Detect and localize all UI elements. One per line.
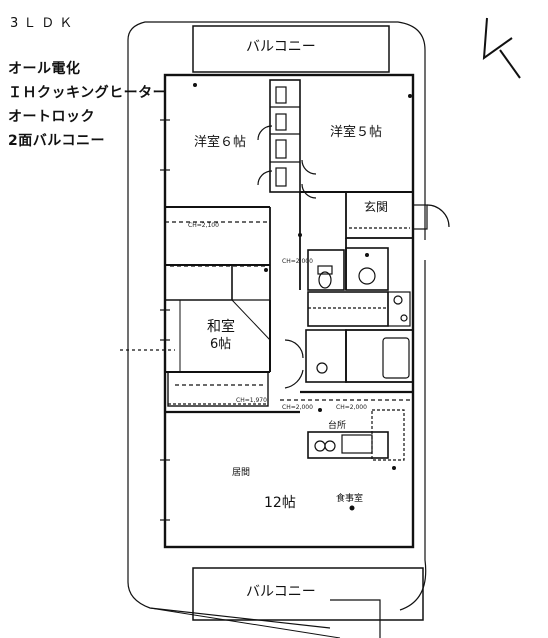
feature-auto-lock: オートロック xyxy=(8,109,95,125)
entrance-label: 玄関 xyxy=(364,200,389,214)
bottom-balcony-label: バルコニー xyxy=(246,584,316,600)
north-arrow-icon xyxy=(482,17,521,79)
western-room-6-label: 洋室６帖 xyxy=(194,135,247,150)
dining-room-label: 食事室 xyxy=(336,494,364,504)
ceiling-height-note: CH=2,000 xyxy=(336,404,367,411)
top-balcony-label: バルコニー xyxy=(246,39,316,55)
feature-all-electric: オール電化 xyxy=(8,61,81,77)
ceiling-height-note: CH=1,970 xyxy=(236,397,267,404)
japanese-room-size: 6帖 xyxy=(210,337,232,352)
feature-two-balconies: 2面バルコニー xyxy=(8,133,105,149)
outer-outline-left xyxy=(127,40,331,629)
bottom-balcony-box xyxy=(192,567,424,621)
outer-outline xyxy=(127,21,426,240)
feature-ih-cooking: ＩＨクッキングヒーター xyxy=(8,85,168,101)
kitchen-label: 台所 xyxy=(328,421,347,431)
ceiling-height-note: CH=2,000 xyxy=(282,404,313,411)
living-room-size: 12帖 xyxy=(264,495,296,511)
japanese-room-label: 和室 xyxy=(207,319,235,335)
western-room-5-label: 洋室５帖 xyxy=(330,125,383,140)
layout-type: 3ＬＤＫ xyxy=(10,16,78,31)
top-balcony-box xyxy=(192,25,390,73)
ceiling-height-note: CH=2,000 xyxy=(282,258,313,265)
ceiling-height-note: CH=2,100 xyxy=(188,222,219,229)
living-room-label: 居間 xyxy=(232,468,251,478)
